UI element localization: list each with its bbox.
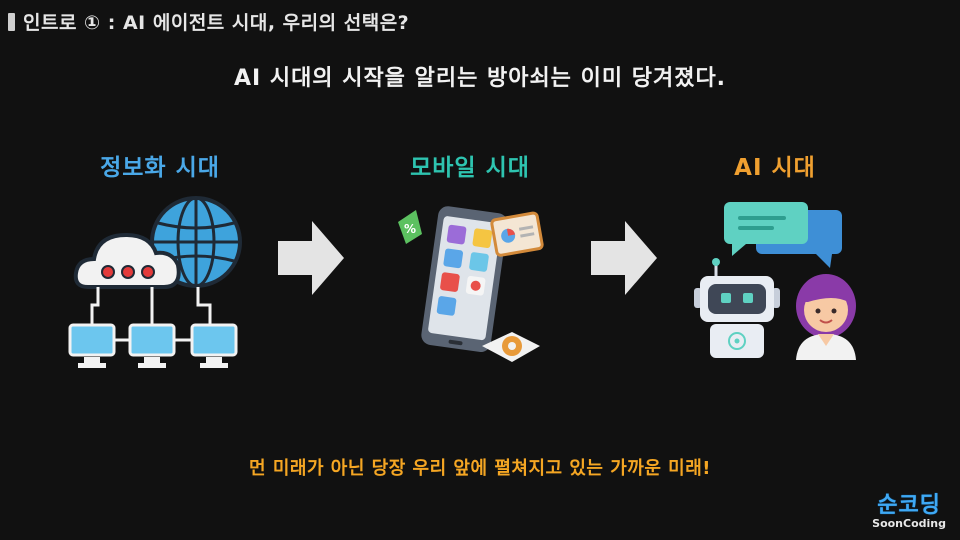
arrow-right-icon: [591, 221, 657, 295]
brand-name-korean: 순코딩: [877, 493, 941, 518]
svg-text:%: %: [404, 222, 416, 236]
slide-title: 인트로 ① : AI 에이전트 시대, 우리의 선택은?: [23, 12, 410, 34]
header-bar-marker: [8, 12, 15, 31]
era-label-mobile: 모바일 시대: [410, 155, 530, 181]
headline: AI 시대의 시작을 알리는 방아쇠는 이미 당겨졌다.: [233, 66, 727, 91]
robot-chat-icon: [688, 198, 868, 363]
slide-header: 인트로 ① : AI 에이전트 시대, 우리의 선택은?: [8, 8, 409, 35]
era-label-information: 정보화 시대: [100, 155, 220, 181]
era-label-ai: AI 시대: [734, 155, 816, 181]
footer-statement: 먼 미래가 아닌 당장 우리 앞에 펼쳐지고 있는 가까운 미래!: [249, 458, 711, 479]
smartphone-apps-icon: %: [390, 200, 550, 375]
brand-logo: 순코딩 SoonCoding: [872, 487, 946, 530]
brand-name-english: SoonCoding: [872, 517, 946, 530]
arrow-right-icon: [278, 221, 344, 295]
cloud-network-icon: [68, 195, 248, 380]
